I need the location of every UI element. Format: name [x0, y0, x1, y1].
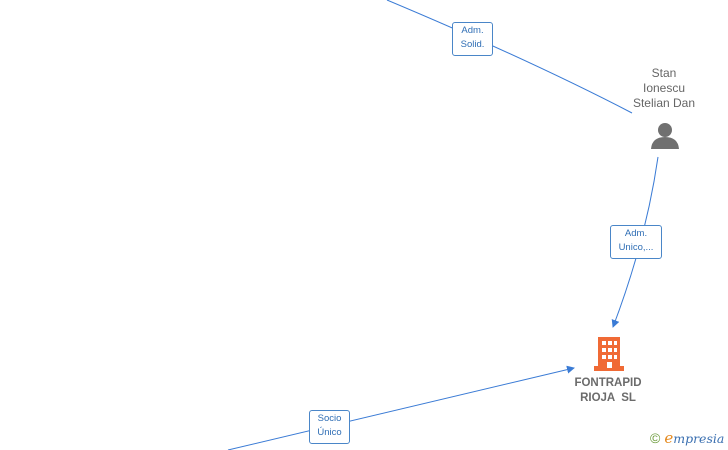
company-name-line: RIOJA SL	[580, 392, 636, 404]
edge-label-adm-unico[interactable]: Adm. Unico,...	[610, 225, 662, 259]
edge-adm-solid	[386, 0, 633, 114]
building-icon[interactable]	[594, 337, 624, 371]
person-name-line: Stelian Dan	[632, 96, 696, 110]
person-name-line: Ionescu	[642, 81, 686, 95]
edge-label-socio-unico[interactable]: Socio Único	[309, 410, 350, 444]
edge-label-line: Socio	[317, 413, 342, 424]
edge-label-line: Unico,...	[618, 242, 654, 253]
company-node-label[interactable]: FONTRAPID RIOJA SL	[558, 376, 658, 406]
logo-initial: e	[664, 429, 674, 447]
edge-label-line: Solid.	[460, 39, 485, 50]
edge-socio-unico	[227, 365, 575, 450]
logo-text: mpresia	[673, 431, 725, 446]
edge-label-line: Único	[317, 427, 342, 438]
person-icon[interactable]	[651, 123, 679, 149]
edge-label-adm-solid[interactable]: Adm. Solid.	[452, 22, 493, 56]
copyright-symbol: ©	[650, 430, 661, 446]
edge-label-line: Adm.	[461, 25, 484, 36]
person-node-label[interactable]: Stan Ionescu Stelian Dan	[614, 66, 714, 111]
company-name-line: FONTRAPID	[574, 377, 642, 389]
edge-label-line: Adm.	[624, 228, 648, 239]
person-name-line: Stan	[651, 66, 677, 80]
